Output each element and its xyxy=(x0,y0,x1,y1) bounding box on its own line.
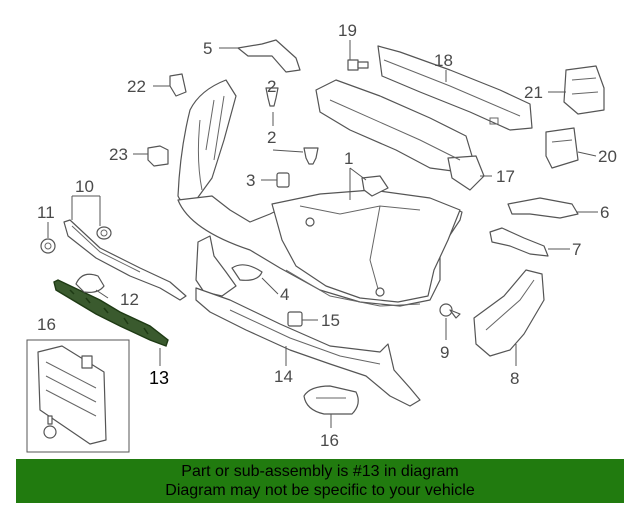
part-16-bezel xyxy=(303,385,359,415)
part-12-cover xyxy=(75,273,105,293)
callout-6: 6 xyxy=(600,203,609,222)
part-6-bracket xyxy=(507,197,579,219)
part-23-plug xyxy=(169,73,187,97)
callout-23: 22 xyxy=(127,77,146,96)
leader-lines xyxy=(47,40,598,428)
part-24-sensor xyxy=(147,145,169,167)
callout-5: 5 xyxy=(203,39,212,58)
callout-12: 12 xyxy=(120,290,139,309)
callout-11: 11 xyxy=(37,203,55,222)
callout-18: 17 xyxy=(496,167,515,186)
callout-22: 21 xyxy=(524,83,543,102)
callout-20: 19 xyxy=(338,21,357,40)
callout-numbers: 5 22 2 23 3 2 19 18 1 17 21 20 6 7 8 9 1… xyxy=(37,21,617,450)
callout-16: 16 xyxy=(320,431,339,450)
callout-8: 8 xyxy=(510,369,519,388)
callout-7: 7 xyxy=(572,240,581,259)
part-20-bolt xyxy=(347,59,369,71)
part-10-clip xyxy=(96,226,112,240)
callout-15: 15 xyxy=(321,311,340,330)
callout-24: 23 xyxy=(109,145,128,164)
bumper-cover xyxy=(177,79,463,307)
callout-21: 20 xyxy=(598,147,617,166)
callout-13: 13 xyxy=(149,368,169,388)
parts-diagram: 5 22 2 23 3 2 19 18 1 17 21 20 6 7 8 9 1… xyxy=(26,21,617,453)
part-8-bracket xyxy=(473,269,545,357)
callout-9: 9 xyxy=(440,343,449,362)
banner-line-1: Part or sub-assembly is #13 in diagram xyxy=(181,463,459,480)
callout-14: 14 xyxy=(274,367,293,386)
callout-10: 10 xyxy=(75,177,94,196)
part-4-bracket xyxy=(195,235,237,297)
banner-line-2: Diagram may not be specific to your vehi… xyxy=(165,482,475,499)
part-10-trim xyxy=(63,219,187,301)
part-7-bracket xyxy=(489,227,549,257)
callout-2b: 2 xyxy=(267,77,276,96)
part-21-bracket xyxy=(545,127,579,169)
part-22-bracket xyxy=(563,65,605,115)
part-9-clip xyxy=(439,303,461,319)
part-11-grommet xyxy=(40,238,56,254)
callout-17: 16 xyxy=(37,315,56,334)
part-1-bracket xyxy=(361,175,389,197)
callout-1: 1 xyxy=(344,149,353,168)
part-15-clip xyxy=(287,311,303,327)
part-3-block xyxy=(276,172,290,188)
callout-2a: 2 xyxy=(267,128,276,147)
callout-19: 18 xyxy=(434,51,453,70)
callout-3: 3 xyxy=(246,171,255,190)
part-4-cover xyxy=(231,264,263,281)
info-banner: Part or sub-assembly is #13 in diagram D… xyxy=(16,459,624,503)
part-13-highlight xyxy=(53,279,169,347)
callout-4: 4 xyxy=(280,285,289,304)
part-2-clips xyxy=(265,87,319,165)
part-14-lower-spoiler xyxy=(195,287,421,407)
part-17-kit-box xyxy=(26,339,130,453)
part-5-bracket xyxy=(237,39,301,73)
